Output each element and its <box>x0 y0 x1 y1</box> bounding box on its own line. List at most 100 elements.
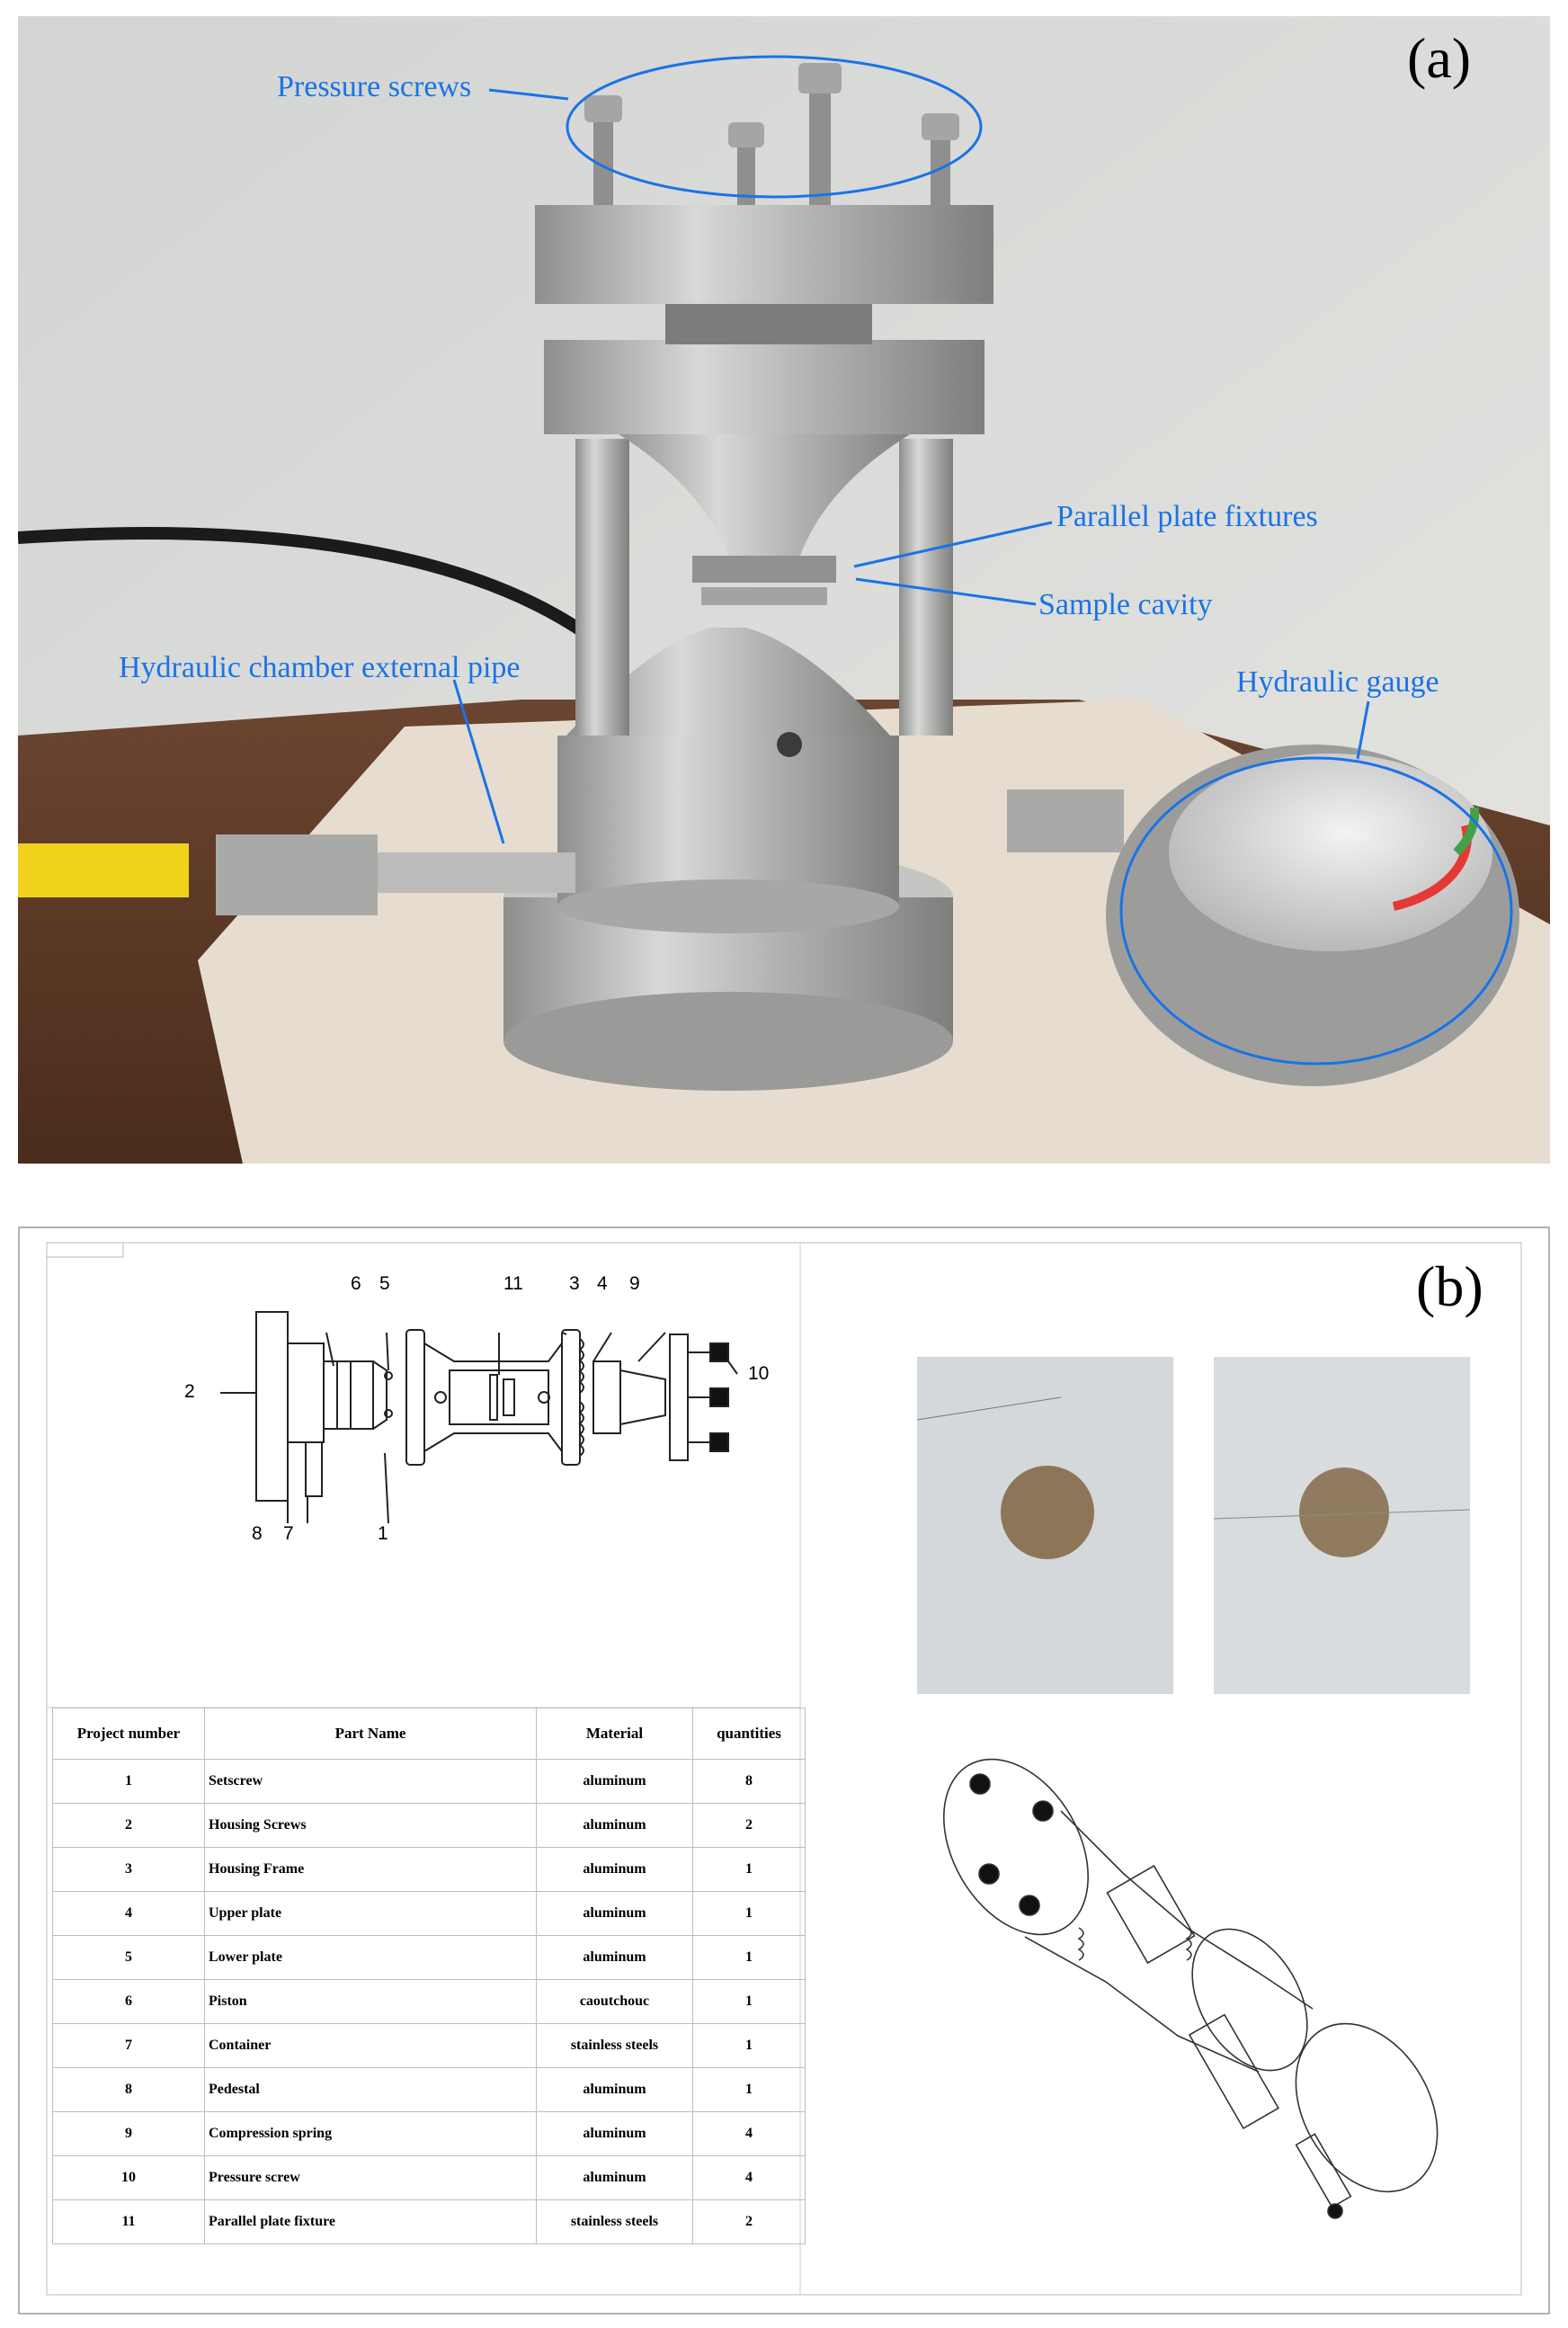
cell-material: aluminum <box>536 1847 693 1892</box>
cell-number: 5 <box>52 1935 205 1980</box>
cell-material: aluminum <box>536 1935 693 1980</box>
parts-table: Project number Part Name Material quanti… <box>52 1708 806 2244</box>
hydraulic-pipe <box>378 852 575 893</box>
base-disk-bottom <box>503 992 953 1091</box>
panel-a-photo: (a) Pressure screws Parallel plate fixtu… <box>18 16 1550 1164</box>
lower-cylinder <box>557 736 899 906</box>
cell-number: 3 <box>52 1847 205 1892</box>
apparatus-photo <box>18 16 1550 1164</box>
cell-quantity: 1 <box>692 1847 806 1892</box>
hydraulic-gauge-ellipse <box>1119 756 1513 1066</box>
cell-quantity: 1 <box>692 1935 806 1980</box>
cell-part-name: Piston <box>204 1979 537 2024</box>
cell-part-name: Parallel plate fixture <box>204 2199 537 2244</box>
cell-number: 6 <box>52 1979 205 2024</box>
cell-part-name: Housing Screws <box>204 1803 537 1848</box>
cell-number: 8 <box>52 2067 205 2112</box>
left-pillar <box>575 439 629 736</box>
leader-sample-cavity <box>855 577 1037 606</box>
sample-plates <box>692 556 836 583</box>
cell-quantity: 2 <box>692 1803 806 1848</box>
cell-material: aluminum <box>536 2111 693 2156</box>
cell-part-name: Compression spring <box>204 2111 537 2156</box>
cell-part-name: Lower plate <box>204 1935 537 1980</box>
callout-10: 10 <box>748 1363 770 1384</box>
upper-flange <box>544 340 984 434</box>
leader-hydraulic-gauge <box>1356 700 1370 760</box>
callout-4: 4 <box>597 1273 608 1294</box>
callout-2: 2 <box>184 1381 195 1402</box>
sample-disk-1 <box>1001 1466 1094 1559</box>
cell-number: 2 <box>52 1803 205 1848</box>
cell-quantity: 8 <box>692 1759 806 1804</box>
callout-1: 1 <box>378 1523 388 1544</box>
cell-quantity: 1 <box>692 1979 806 2024</box>
cell-material: aluminum <box>536 1803 693 1848</box>
lower-cylinder-rim <box>557 879 899 933</box>
cell-part-name: Housing Frame <box>204 1847 537 1892</box>
cell-part-name: Pedestal <box>204 2067 537 2112</box>
upper-cone <box>611 430 917 556</box>
pressure-screws <box>584 63 959 205</box>
label-hydraulic-gauge: Hydraulic gauge <box>1236 665 1439 699</box>
coupling <box>216 834 378 915</box>
label-hydraulic-pipe: Hydraulic chamber external pipe <box>119 651 521 684</box>
callout-8: 8 <box>252 1523 263 1544</box>
callout-3: 3 <box>569 1273 580 1294</box>
cell-number: 1 <box>52 1759 205 1804</box>
yellow-connector <box>18 843 189 897</box>
header-project-number: Project number <box>52 1708 205 1760</box>
spring-gap <box>665 304 872 344</box>
cell-part-name: Container <box>204 2023 537 2068</box>
cell-number: 11 <box>52 2199 205 2244</box>
cell-quantity: 4 <box>692 2111 806 2156</box>
cell-quantity: 1 <box>692 1891 806 1936</box>
cell-number: 9 <box>52 2111 205 2156</box>
lower-cone <box>566 628 890 736</box>
top-flange <box>535 205 993 304</box>
cell-part-name: Upper plate <box>204 1891 537 1936</box>
cell-material: aluminum <box>536 1891 693 1936</box>
label-pressure-screws: Pressure screws <box>277 70 472 103</box>
sample-plates-lower <box>701 587 827 605</box>
leader-parallel-plates <box>853 521 1053 568</box>
right-fitting <box>1007 789 1124 852</box>
cell-part-name: Setscrew <box>204 1759 537 1804</box>
gauge-green-band <box>1453 807 1480 856</box>
isometric-view <box>943 1758 1439 2219</box>
panel-a-tag: (a) <box>1407 26 1472 90</box>
cell-number: 10 <box>52 2155 205 2200</box>
callout-9: 9 <box>629 1273 640 1294</box>
cell-material: aluminum <box>536 1759 693 1804</box>
header-quantities: quantities <box>692 1708 806 1760</box>
leader-hydraulic-pipe <box>452 679 505 844</box>
gauge-face <box>1169 754 1492 951</box>
leader-pressure-screws <box>488 88 569 101</box>
cell-quantity: 1 <box>692 2067 806 2112</box>
callout-11: 11 <box>503 1273 523 1294</box>
panel-b-tag: (b) <box>1416 1254 1483 1318</box>
cell-material: caoutchouc <box>536 1979 693 2024</box>
cell-number: 7 <box>52 2023 205 2068</box>
cone-hole <box>777 732 802 757</box>
cell-quantity: 2 <box>692 2199 806 2244</box>
label-sample-cavity: Sample cavity <box>1038 588 1213 621</box>
cell-part-name: Pressure screw <box>204 2155 537 2200</box>
callout-7: 7 <box>283 1523 294 1544</box>
drawing-frame <box>18 1226 1550 2315</box>
cell-material: aluminum <box>536 2155 693 2200</box>
header-material: Material <box>536 1708 693 1760</box>
cell-quantity: 1 <box>692 2023 806 2068</box>
panel-b-drawing: (b) 6 5 11 3 4 9 10 2 8 7 1 Project numb… <box>18 1226 1550 2315</box>
black-cable <box>18 527 607 651</box>
